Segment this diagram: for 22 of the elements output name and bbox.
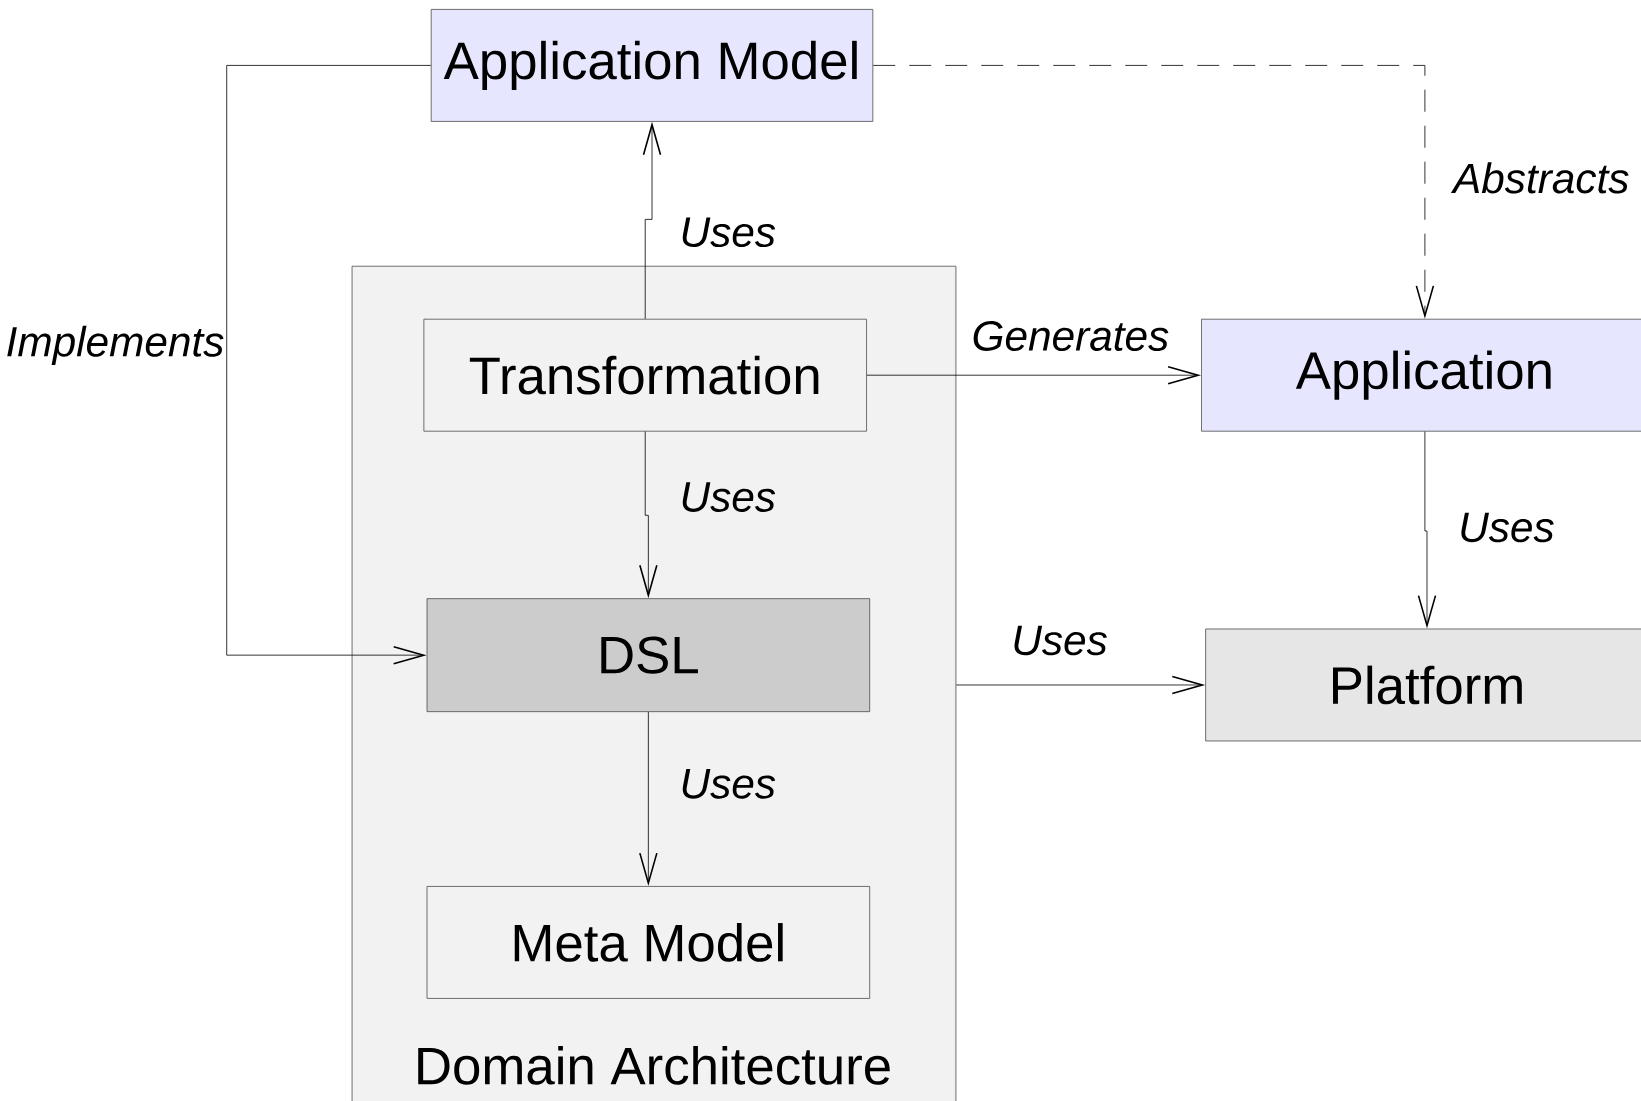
arrow — [866, 365, 1202, 385]
edge-label: Uses — [682, 217, 776, 248]
edge-label: Generates — [973, 321, 1169, 351]
arrow — [639, 711, 658, 887]
process-box: Platform — [1205, 628, 1641, 742]
process-box: Application — [1201, 318, 1641, 432]
edge-label: Uses — [682, 482, 776, 512]
process-box: DSL — [426, 598, 871, 713]
edge-label: Uses — [682, 769, 776, 799]
edge-label: Abstracts — [1450, 162, 1629, 194]
arrow — [1417, 431, 1437, 629]
arrow — [226, 65, 432, 665]
arrow — [639, 431, 658, 599]
process-box: Meta Model — [426, 886, 871, 999]
arrow — [642, 121, 662, 320]
edge-label: Uses — [1014, 625, 1107, 656]
process-box: Application Model — [430, 9, 874, 122]
arrow — [872, 65, 1435, 319]
process-box: Transformation — [423, 318, 867, 432]
edge-label: Implements — [7, 325, 224, 366]
arrow — [955, 675, 1206, 695]
edge-label: Uses — [1461, 512, 1554, 543]
